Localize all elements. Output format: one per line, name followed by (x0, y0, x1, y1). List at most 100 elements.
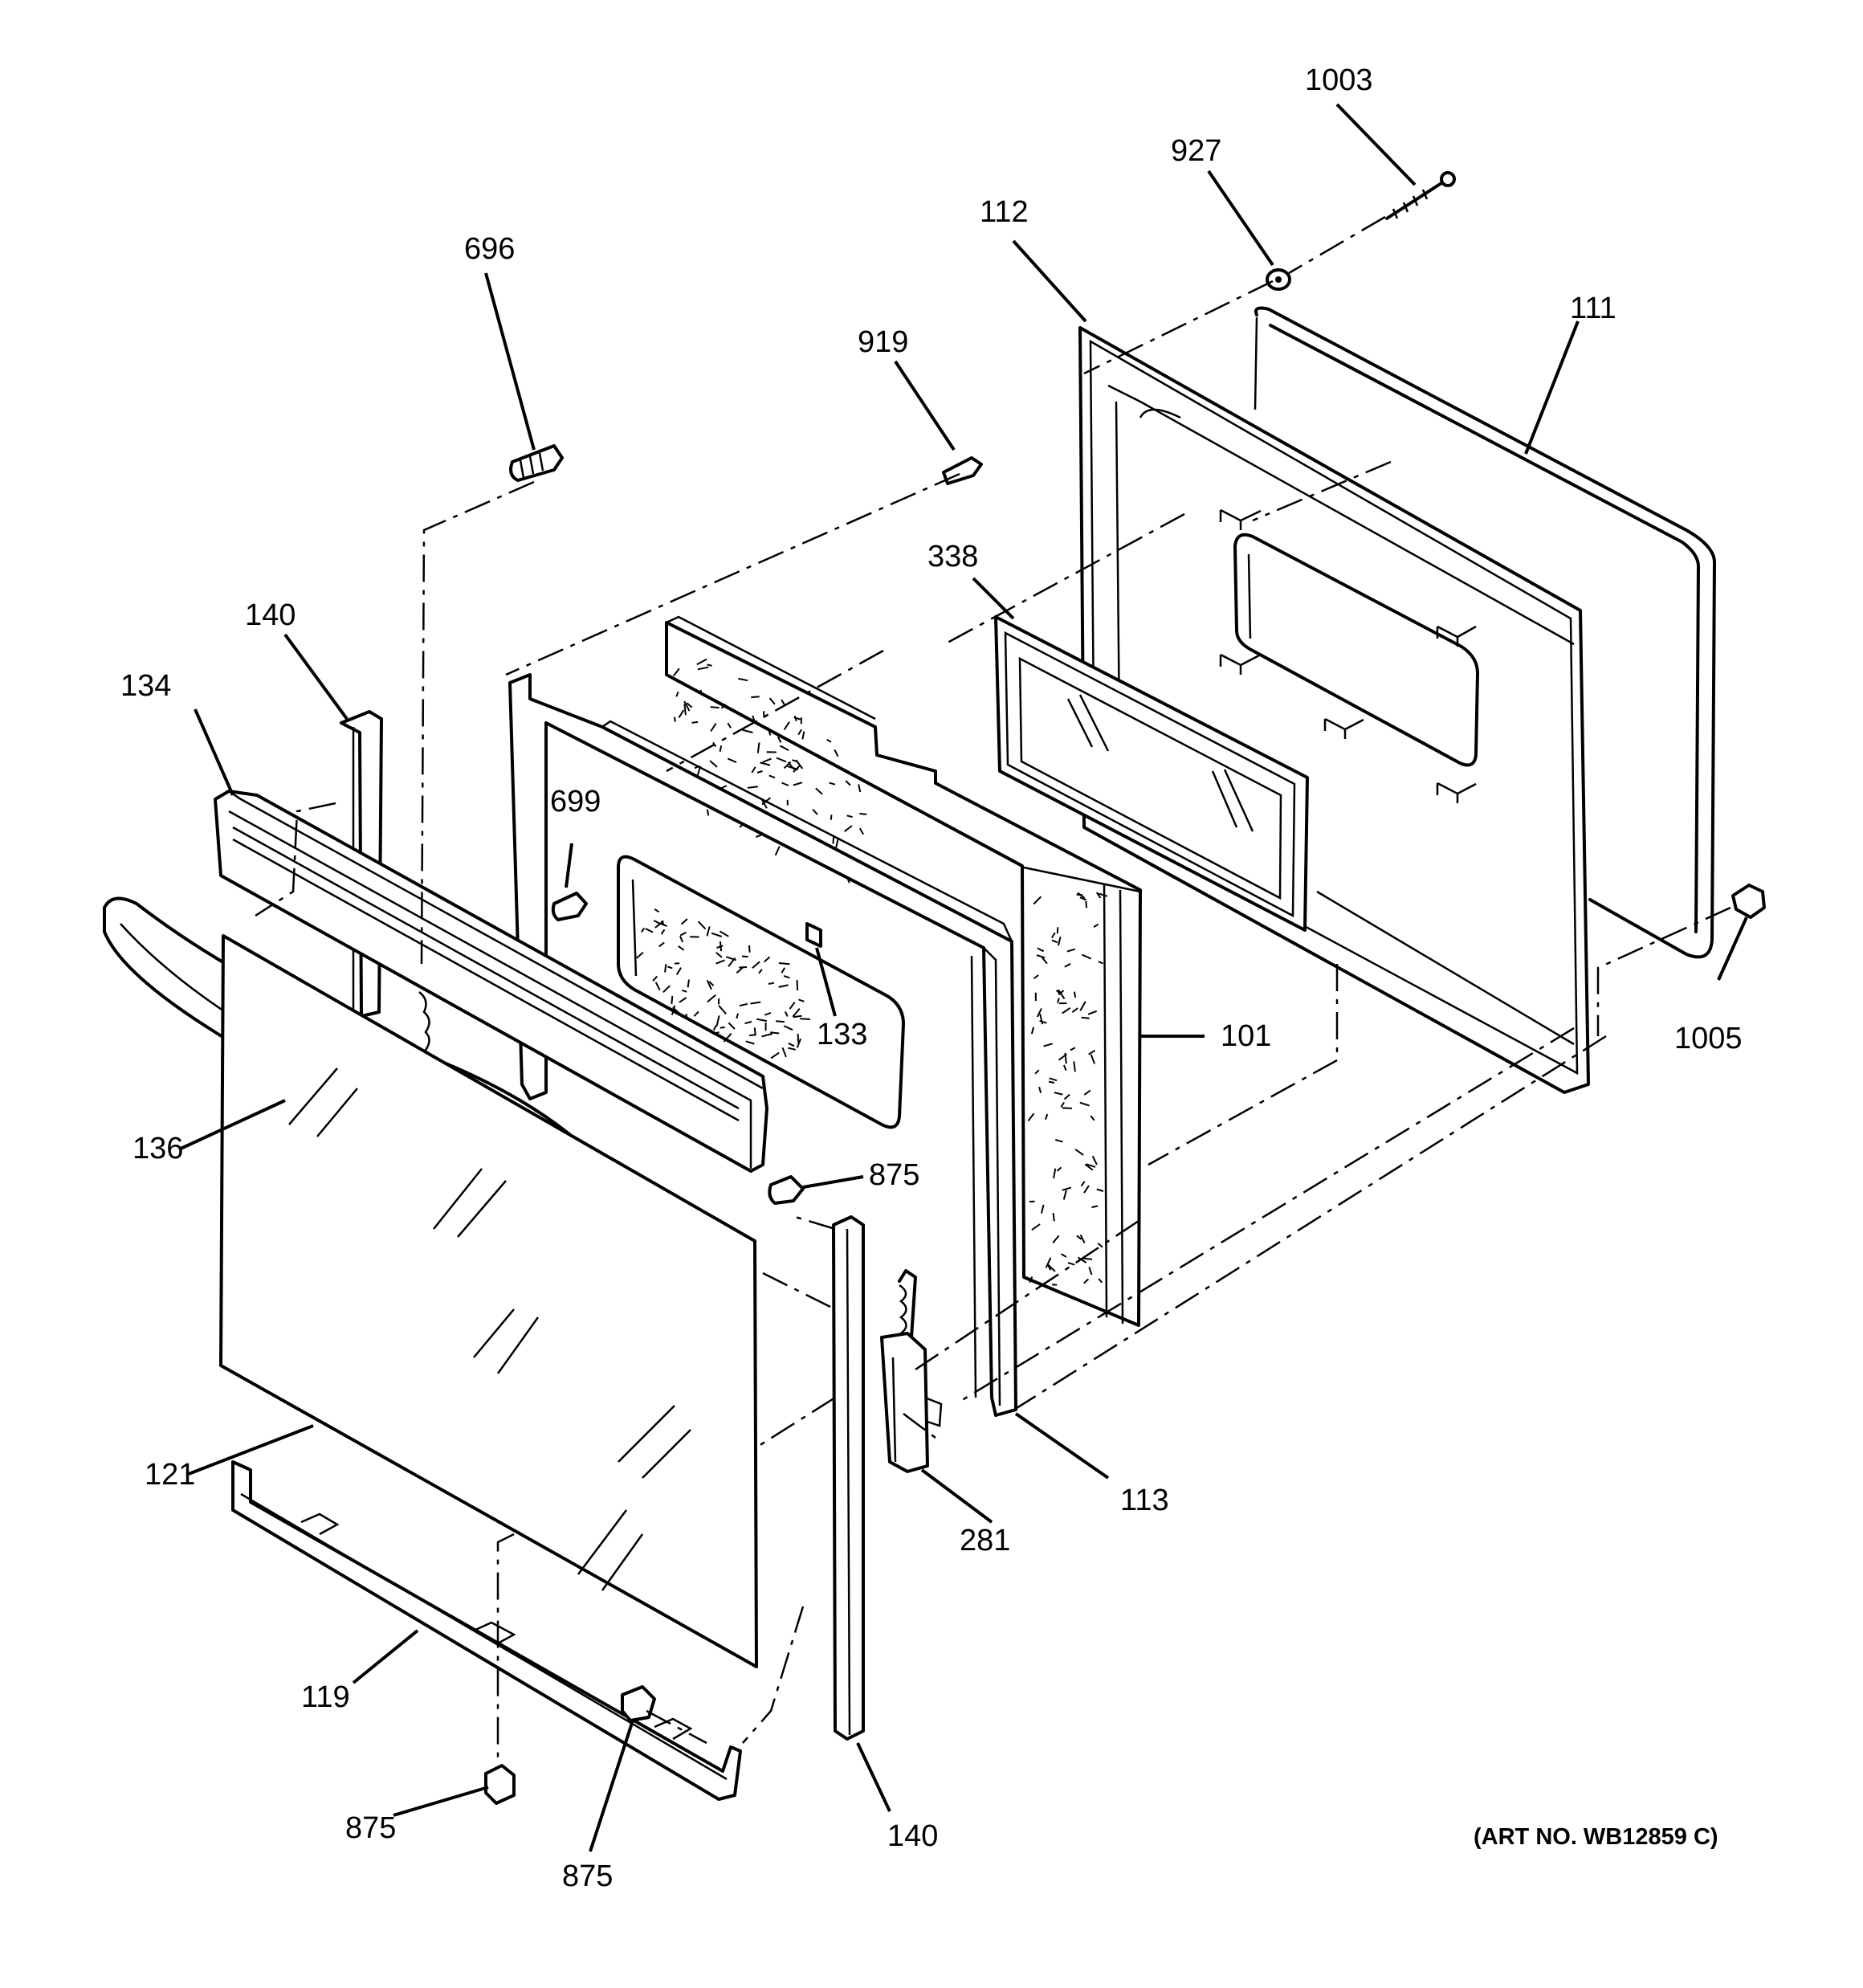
insulation-texture-mark (834, 749, 839, 757)
insulation-texture-mark (1053, 1168, 1057, 1179)
callout-1005: 1005 (1674, 1022, 1743, 1055)
insulation-texture-mark (712, 1025, 717, 1031)
insulation-texture-mark (768, 774, 776, 779)
inner-panel-window-opening (617, 855, 905, 1129)
insulation-texture-mark (1055, 1138, 1063, 1143)
insulation-texture-mark (774, 846, 781, 856)
insulation-texture-mark (1052, 1235, 1060, 1243)
insulation-texture-mark (751, 766, 756, 774)
screw-part-875-bottom-right (621, 1685, 656, 1722)
screw-part-699 (551, 892, 588, 921)
insulation-texture-mark (800, 1018, 811, 1020)
insulation-texture-mark (654, 982, 661, 991)
insulation-texture-mark (752, 715, 756, 721)
insulation-texture-mark (779, 745, 789, 751)
callout-136: 136 (132, 1132, 183, 1165)
screw-part-875-bottom-left (484, 1764, 516, 1805)
insulation-texture-mark (1087, 1010, 1098, 1015)
insulation-texture-mark (739, 966, 748, 969)
insulation-texture-mark (715, 1015, 720, 1027)
insulation-texture-mark (1098, 1278, 1103, 1284)
insulation-texture-mark (662, 985, 671, 994)
assembly-guide-lines (255, 215, 1731, 1763)
insulation-texture-mark (756, 1018, 768, 1023)
callout-696: 696 (464, 232, 515, 266)
insulation-texture-mark (858, 827, 864, 835)
insulation-texture-mark (1080, 1181, 1086, 1187)
insulation-texture-mark (1063, 1093, 1070, 1100)
insulation-texture-mark (781, 1047, 787, 1058)
callout-1003: 1003 (1305, 63, 1373, 97)
insulation-texture-mark (1039, 1013, 1044, 1025)
insulation-texture-mark (1034, 1069, 1040, 1075)
insulation-texture-mark (708, 981, 715, 986)
insulation-texture-mark (783, 761, 792, 769)
insulation-texture-mark (719, 930, 729, 937)
callout-121: 121 (145, 1458, 195, 1492)
insulation-texture-mark (1079, 1234, 1086, 1243)
insulation-texture-mark (1033, 896, 1042, 905)
insulation-texture-mark (796, 979, 799, 991)
callout-140-lower: 140 (887, 1819, 938, 1853)
insulation-texture-mark (1098, 961, 1103, 965)
insulation-texture-mark (1062, 1190, 1067, 1200)
screw-part-1005 (1731, 884, 1766, 919)
callout-927: 927 (1171, 134, 1221, 168)
insulation-texture-mark (664, 964, 667, 973)
insulation-texture-mark (764, 1011, 772, 1016)
bottom-trim-part-119 (231, 1460, 742, 1801)
insulation-texture-mark (798, 998, 805, 1002)
insulation-texture-mark (796, 1038, 802, 1048)
insulation-texture-mark (781, 782, 789, 786)
insulation-texture-mark (829, 782, 836, 786)
callout-111: 111 (1570, 292, 1616, 325)
insulation-texture-mark (1060, 1253, 1067, 1258)
insulation-texture-mark (727, 757, 737, 764)
insulation-texture-mark (783, 1025, 793, 1031)
insulation-texture-mark (1041, 1204, 1045, 1214)
insulation-texture-mark (727, 722, 732, 729)
insulation-texture-mark (1048, 1080, 1055, 1084)
insulation-texture-mark (843, 825, 853, 832)
insulation-texture-mark (826, 738, 832, 743)
insulation-texture-mark (1086, 1163, 1096, 1168)
insulation-texture-mark (751, 696, 760, 699)
insulation-texture-mark (710, 723, 717, 733)
insulation-texture-mark (1073, 1061, 1076, 1072)
insulation-texture-mark (742, 729, 753, 733)
insulation-texture-mark (812, 808, 818, 815)
insulation-texture-mark (768, 982, 775, 985)
insulation-texture-mark (1073, 991, 1077, 998)
insulation-texture-mark (793, 1014, 802, 1018)
insulation-texture-mark (846, 814, 853, 818)
insulation-texture-mark (1095, 892, 1102, 899)
insulation-texture-mark (830, 814, 833, 820)
insulation-texture-mark (645, 928, 654, 933)
insulation-texture-mark (1043, 1043, 1053, 1047)
insulation-texture-mark (1077, 892, 1086, 899)
insulation-texture-mark (1058, 989, 1066, 999)
insulation-texture-mark (683, 704, 687, 716)
insulation-texture-mark (679, 936, 684, 943)
insulation-texture-mark (693, 1010, 699, 1017)
outer-door-glass-part-121 (219, 934, 758, 1668)
callout-leader-lines (180, 103, 1748, 1852)
insulation-texture-mark (1079, 896, 1087, 901)
insulation-texture-mark (1036, 1008, 1042, 1018)
callout-labels: 1003 927 112 111 919 696 338 140 134 699… (120, 63, 1743, 1893)
insulation-texture-mark (699, 689, 703, 696)
insulation-texture-mark (697, 921, 707, 930)
insulation-texture-mark (1090, 1054, 1096, 1064)
insulation-texture-mark (750, 1001, 761, 1005)
outer-door-frame-part-112 (1078, 326, 1590, 1094)
insulation-texture-mark (767, 727, 772, 736)
insulation-texture-mark (660, 923, 667, 928)
callout-338: 338 (927, 540, 978, 574)
callout-919: 919 (858, 325, 908, 359)
insulation-texture-mark (760, 761, 771, 766)
insulation-texture-mark (1091, 1205, 1099, 1209)
inner-door-panel-part-113 (508, 673, 1017, 1417)
insulation-texture-mark (1083, 1278, 1090, 1284)
insulation-texture-mark (697, 666, 709, 671)
insulation-texture-mark (1029, 1276, 1033, 1284)
